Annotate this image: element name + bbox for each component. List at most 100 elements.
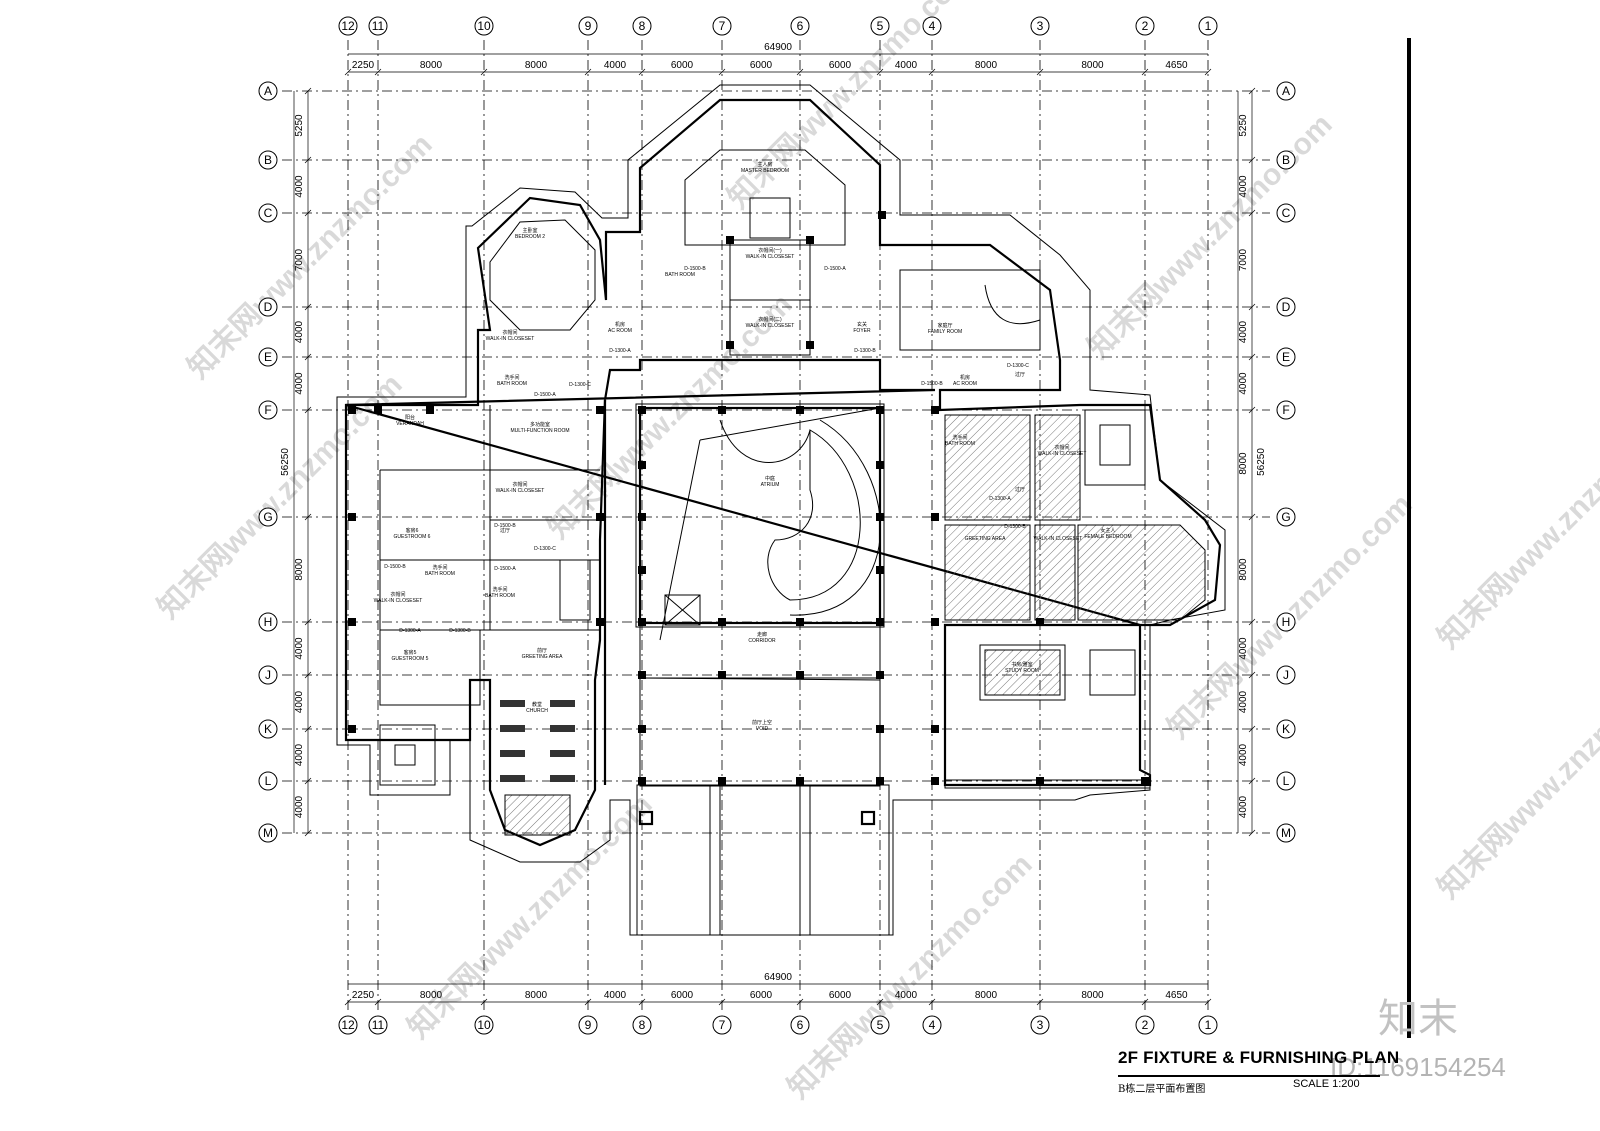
grid-bubble-left-K-label: K (264, 722, 272, 736)
grid-bubble-left-E: E (258, 347, 278, 367)
room-label-cn-24: 走廊 (757, 631, 767, 638)
top-dim-10: 4650 (1165, 60, 1188, 71)
structural-columns (348, 211, 1149, 785)
left-tick-0 (304, 87, 312, 95)
column-post-33 (1141, 777, 1149, 785)
top-tick-6 (796, 68, 804, 76)
grid-bubble-bottom-3-label: 3 (1037, 1018, 1044, 1032)
column-post-27 (931, 406, 939, 414)
site-watermark-6: 知末网www.znzmo.com (1432, 398, 1600, 655)
top-dim-8: 8000 (975, 60, 998, 71)
grid-bubble-top-4-label: 4 (929, 19, 936, 33)
column-post-18 (638, 725, 646, 733)
room-label-cn-7: 机房 (615, 321, 625, 328)
left-tick-2 (304, 209, 312, 217)
column-post-12 (796, 618, 804, 626)
church-pew-right-2 (550, 750, 575, 757)
grid-bubble-left-L-label: L (265, 774, 272, 788)
column-post-19 (876, 725, 884, 733)
left-tick-6 (304, 513, 312, 521)
room-label-en-12: VERANDAH (396, 421, 424, 427)
bottom-tick-5 (718, 998, 726, 1006)
left-tick-7 (304, 618, 312, 626)
grid-bubble-top-1: 1 (1198, 16, 1218, 36)
left-dim-6: 8000 (294, 558, 305, 581)
grid-bubble-top-3-label: 3 (1037, 19, 1044, 33)
right-tick-4 (1248, 353, 1256, 361)
grid-bubble-bottom-11-label: 11 (372, 1018, 385, 1032)
grid-bubble-top-3: 3 (1030, 16, 1050, 36)
plan-subtitle: B栋二层平面布置图 (1118, 1084, 1206, 1095)
room-label-cn-11: 洗手间 (504, 374, 519, 381)
grid-bubble-top-6-label: 6 (797, 19, 804, 33)
door-tag-15: D-1500-B (384, 564, 406, 570)
column-post-11 (718, 618, 726, 626)
column-post-4 (638, 461, 646, 469)
bottom-tick-0 (344, 998, 352, 1006)
bottom-tick-7 (876, 998, 884, 1006)
church-pew-left-0 (500, 700, 525, 707)
top-tick-10 (1141, 68, 1149, 76)
door-tag-7: D-1300-A (989, 496, 1011, 502)
left-tick-10 (304, 777, 312, 785)
left-overall-dim: 56250 (280, 448, 291, 476)
church-pew-right-3 (550, 775, 575, 782)
bottom-dim-0: 2250 (352, 990, 375, 1001)
bottom-dim-2: 8000 (525, 990, 548, 1001)
building-outline (336, 84, 1226, 936)
grid-bubble-left-C: C (258, 203, 278, 223)
bottom-tick-1 (374, 998, 382, 1006)
room-label-cn-18: 洗手间 (492, 586, 507, 593)
grid-bubble-bottom-3: 3 (1030, 1015, 1050, 1035)
right-tick-5 (1248, 406, 1256, 414)
room-label-en-22: CHURCH (526, 708, 548, 714)
top-tick-5 (718, 68, 726, 76)
left-dim-3: 4000 (294, 320, 305, 343)
grid-bubble-right-K: K (1276, 719, 1296, 739)
grid-bubble-right-C-label: C (1282, 206, 1291, 220)
right-dim-10: 4000 (1238, 795, 1249, 818)
grid-bubble-bottom-11: 11 (368, 1015, 388, 1035)
grid-bubble-top-7-label: 7 (719, 19, 726, 33)
column-post-14 (638, 671, 646, 679)
room-label-en-5: FOYER (853, 328, 871, 334)
right-tick-3 (1248, 303, 1256, 311)
grid-bubble-right-F-label: F (1282, 403, 1289, 417)
bottom-tick-8 (928, 998, 936, 1006)
top-dim-9: 8000 (1081, 60, 1104, 71)
site-watermark-0: 知末网www.znzmo.com (182, 128, 439, 385)
id-watermark: ID:1169154254 (1330, 1052, 1506, 1082)
door-tag-11: D-1500-A (494, 566, 516, 572)
column-post-15 (718, 671, 726, 679)
top-dim-4: 6000 (671, 60, 694, 71)
door-tag-3: D-1300-B (854, 348, 876, 354)
column-post-16 (796, 671, 804, 679)
bottom-dim-5: 6000 (750, 990, 773, 1001)
grid-bubble-top-10-label: 10 (477, 19, 491, 33)
grid-bubble-bottom-1-label: 1 (1205, 1018, 1212, 1032)
column-post-24 (596, 406, 604, 414)
grid-bubble-bottom-10: 10 (474, 1015, 494, 1035)
grid-bubble-bottom-1: 1 (1198, 1015, 1218, 1035)
grid-bubble-top-4: 4 (922, 16, 942, 36)
room-label-en-13: MULTI-FUNCTION ROOM (510, 428, 569, 434)
top-dim-6: 6000 (829, 60, 852, 71)
grid-bubble-bottom-6-label: 6 (797, 1018, 804, 1032)
church-pew-right-0 (550, 700, 575, 707)
top-tick-8 (928, 68, 936, 76)
door-tag-2: D-1300-A (609, 348, 631, 354)
room-label-en-30: WALK-IN CLOSESET (1034, 536, 1083, 542)
bottom-dim-9: 8000 (1081, 990, 1104, 1001)
grid-bubble-left-J: J (258, 665, 278, 685)
column-post-32 (1036, 777, 1044, 785)
bottom-overall-dim: 64900 (764, 972, 792, 983)
grid-bubble-top-9-label: 9 (585, 19, 592, 33)
church-pew-left-3 (500, 775, 525, 782)
grid-bubble-left-A: A (258, 81, 278, 101)
grid-bubble-right-L: L (1276, 771, 1296, 791)
top-dim-7: 4000 (895, 60, 918, 71)
room-label-cn-15: 客房6 (406, 527, 419, 534)
grid-bubble-left-D: D (258, 297, 278, 317)
room-label-cn-16: 过厅 (500, 527, 510, 534)
grid-bubble-bottom-9-label: 9 (585, 1018, 592, 1032)
